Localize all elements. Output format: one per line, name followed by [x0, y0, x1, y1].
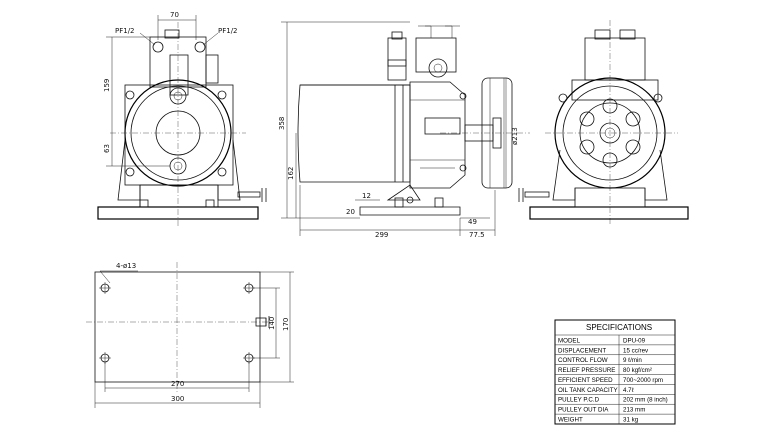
spec-label: WEIGHT	[558, 417, 583, 424]
spec-value: 9 ℓ/min	[623, 357, 642, 364]
dim-hole-pitch-y: 140	[268, 317, 276, 330]
dim-pulley-dia: ø213	[511, 127, 519, 145]
hole-callout: 4-ø13	[116, 262, 136, 270]
dim-base-thickness: 20	[346, 208, 355, 216]
specifications-title: SPECIFICATIONS	[586, 323, 652, 332]
spec-value: 31 kg	[623, 417, 639, 424]
spec-value: 700~2000 rpm	[623, 377, 663, 384]
spec-value: 15 cc/rev	[623, 347, 649, 354]
dim-height-lower: 63	[103, 144, 111, 153]
front-view: 70 PF1/2 PF1/2	[97, 11, 267, 226]
spec-label: PULLEY P.C.D	[558, 397, 600, 404]
side-view: 358 162 ø213	[278, 21, 530, 239]
dim-pulley-offset: 49	[468, 218, 477, 226]
mounting-hole	[99, 282, 111, 294]
spec-value: 80 kgf/cm²	[623, 367, 652, 374]
spec-label: PULLEY OUT DIA	[558, 407, 609, 414]
dim-hole-pitch-x: 270	[171, 380, 184, 388]
spec-value: 4.7ℓ	[623, 387, 634, 394]
spec-label: EFFICIENT SPEED	[558, 377, 613, 384]
spec-label: CONTROL FLOW	[558, 357, 608, 364]
spec-value: DPU-09	[623, 337, 646, 344]
port-label-right: PF1/2	[218, 27, 238, 35]
dim-pulley-extension: 77.5	[469, 231, 485, 239]
base-plan-view: 4-ø13 270 300 140 170	[86, 262, 294, 408]
spec-label: DISPLACEMENT	[558, 347, 606, 354]
port-label-left: PF1/2	[115, 27, 135, 35]
dim-top-width: 70	[170, 11, 179, 19]
dim-base-depth: 170	[282, 318, 290, 331]
spec-label: MODEL	[558, 337, 581, 344]
dim-overall-height: 358	[278, 117, 286, 130]
spec-value: 213 mm	[623, 407, 645, 414]
dim-base-offset: 12	[362, 192, 371, 200]
rear-view	[518, 20, 689, 226]
spec-label: OIL TANK CAPACITY	[558, 387, 618, 394]
spec-value: 202 mm (8 inch)	[623, 397, 668, 404]
dim-overall-length: 299	[375, 231, 388, 239]
spec-label: RELIEF PRESSURE	[558, 367, 615, 374]
dim-base-width: 300	[171, 395, 184, 403]
dim-height-upper: 159	[103, 79, 111, 92]
dim-shaft-height: 162	[287, 167, 295, 180]
